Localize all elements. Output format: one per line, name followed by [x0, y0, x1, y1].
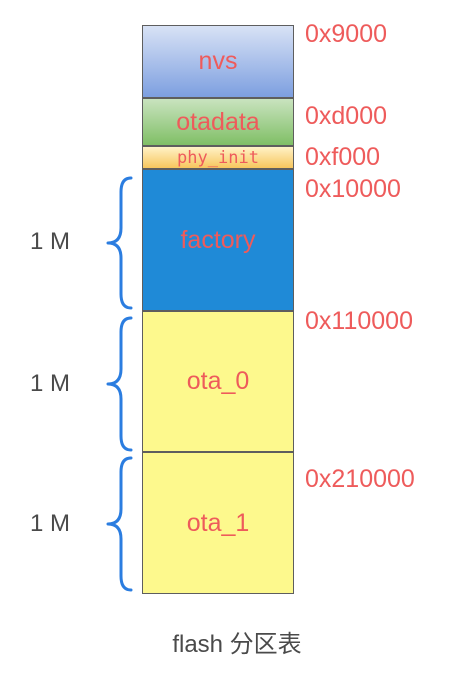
partition-ota-0-label: ota_0: [186, 367, 250, 395]
partition-ota-0: ota_0: [142, 311, 294, 452]
size-label-ota-0: 1 M: [30, 370, 71, 397]
partition-nvs-label: nvs: [198, 47, 238, 75]
address-ota-1: 0x210000: [305, 465, 415, 493]
diagram-caption: flash 分区表: [172, 631, 302, 658]
partition-phy-init: phy_init: [142, 146, 294, 169]
partition-nvs: nvs: [142, 25, 294, 98]
partition-factory-label: factory: [180, 225, 256, 254]
address-factory: 0x10000: [305, 175, 401, 203]
partition-phy-init-label: phy_init: [177, 147, 259, 168]
address-ota-0: 0x110000: [305, 307, 413, 335]
size-label-ota-1: 1 M: [30, 510, 71, 537]
size-label-factory: 1 M: [30, 228, 71, 255]
partition-otadata-label: otadata: [176, 107, 260, 136]
partition-factory: factory: [142, 169, 294, 311]
partition-ota-1: ota_1: [142, 452, 294, 594]
size-braces: [106, 176, 133, 592]
brace-factory: [106, 176, 133, 310]
address-otadata: 0xd000: [305, 102, 388, 130]
brace-ota-0: [106, 316, 133, 452]
address-phy-init: 0xf000: [305, 143, 381, 171]
address-nvs: 0x9000: [305, 20, 388, 48]
partition-otadata: otadata: [142, 98, 294, 146]
partition-ota-1-label: ota_1: [186, 508, 250, 537]
brace-ota-1: [106, 456, 133, 592]
